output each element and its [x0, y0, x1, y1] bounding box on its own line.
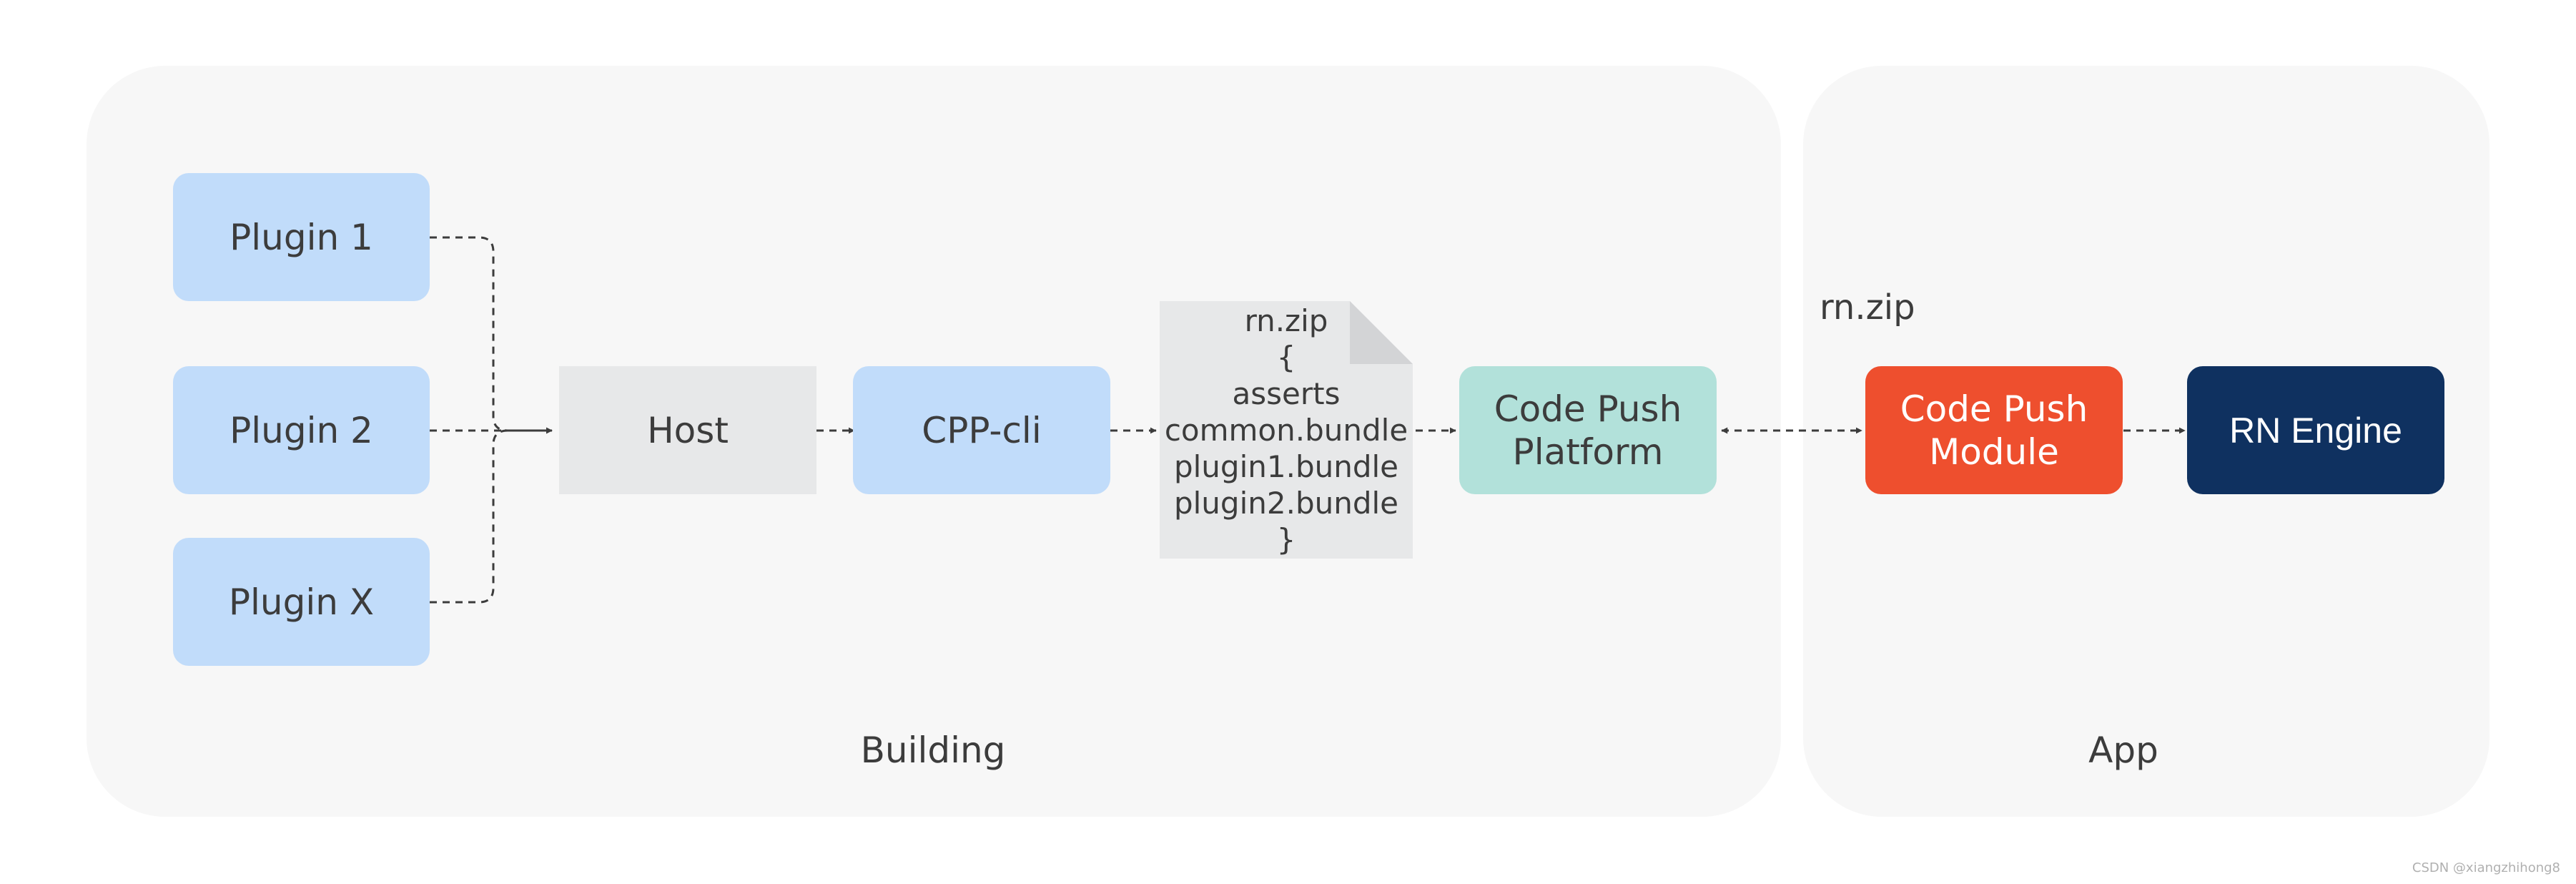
- code-push-platform-node: Code Push Platform: [1459, 366, 1717, 494]
- code-push-module-node: Code Push Module: [1865, 366, 2123, 494]
- zip-line-open-brace: {: [1276, 339, 1296, 375]
- host-node: Host: [559, 366, 816, 494]
- zip-line-plugin2-bundle: plugin2.bundle: [1173, 485, 1399, 521]
- plugin-2-node: Plugin 2: [173, 366, 430, 494]
- rn-engine-node: RN Engine: [2187, 366, 2444, 494]
- app-group-label: App: [2088, 730, 2158, 771]
- zip-line-close-brace: }: [1276, 521, 1296, 557]
- zip-line-plugin1-bundle: plugin1.bundle: [1173, 448, 1399, 484]
- watermark: CSDN @xiangzhihong8: [2412, 860, 2560, 875]
- rn-zip-document-icon: [1160, 301, 1413, 559]
- building-group-label: Building: [860, 730, 1006, 771]
- zip-line-name: rn.zip: [1244, 303, 1328, 338]
- edge-plugin1-host: [430, 236, 553, 434]
- app-rn-zip-label: rn.zip: [1820, 288, 1915, 328]
- cpp-cli-node: CPP-cli: [853, 366, 1110, 494]
- edge-pluginx-host: [430, 427, 553, 604]
- plugin-1-node: Plugin 1: [173, 173, 430, 301]
- rn-zip-contents: rn.zip { asserts common.bundle plugin1.b…: [1160, 301, 1413, 559]
- zip-line-asserts: asserts: [1232, 375, 1341, 411]
- zip-line-common-bundle: common.bundle: [1164, 412, 1408, 448]
- plugin-x-node: Plugin X: [173, 538, 430, 666]
